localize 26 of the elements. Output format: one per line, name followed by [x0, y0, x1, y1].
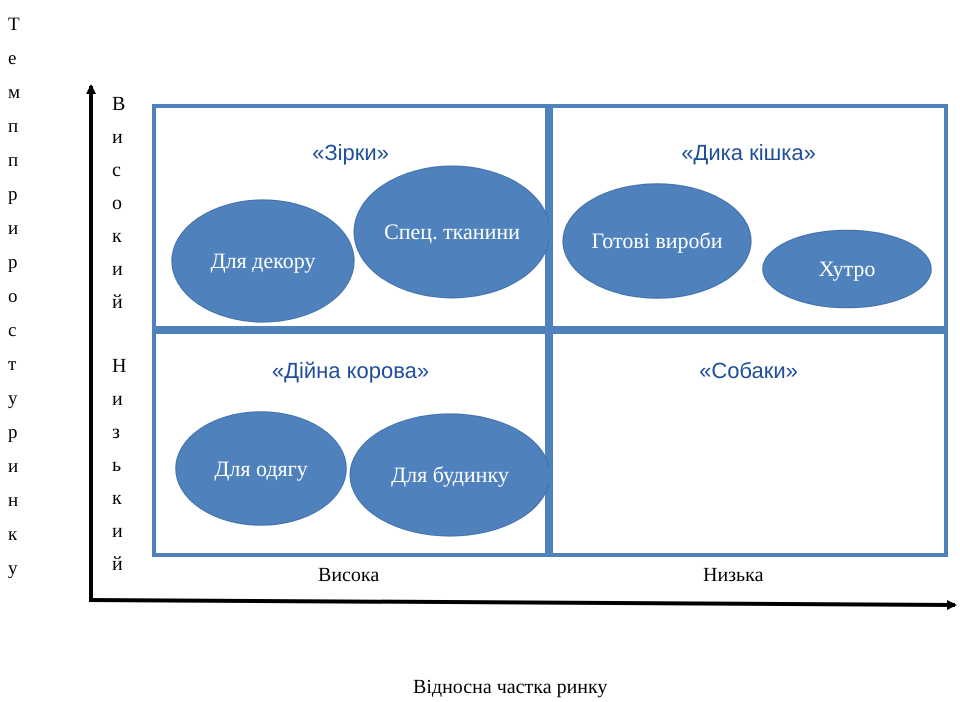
quadrant-title: «Зірки»: [311, 140, 390, 166]
axis-title: Відносна частка ринку: [413, 676, 608, 699]
axis-title: Темп приросту ринку: [8, 13, 27, 581]
ellipse-node: [352, 164, 552, 300]
axis-level-label: Низька: [703, 564, 764, 587]
ellipse-label: Для будинку: [390, 461, 510, 490]
quadrant-title: «Собаки»: [698, 358, 799, 384]
ellipse-node: [348, 412, 552, 538]
axis-level-label: Висока: [318, 564, 380, 587]
axis-level-label: Високий: [112, 92, 132, 315]
quadrant-box: [549, 330, 948, 557]
ellipse-node: [561, 182, 753, 300]
ellipse-label: Готові вироби: [590, 227, 724, 256]
quadrant-title: «Дійна корова»: [270, 358, 430, 384]
ellipse-node: [761, 229, 933, 309]
ellipse-node: [170, 198, 356, 324]
quadrant-box: [152, 104, 549, 330]
ellipse-label: Спец. тканини: [383, 218, 521, 246]
ellipse-label: Для декору: [210, 247, 316, 276]
quadrant-box: [152, 330, 549, 557]
quadrant-title: «Дика кішка»: [680, 140, 817, 166]
ellipse-label: Хутро: [818, 255, 876, 284]
ellipse-node: [174, 410, 348, 527]
ellipse-label: Для одягу: [213, 454, 309, 483]
axis-level-label: Низький: [112, 354, 132, 577]
quadrant-box: [549, 104, 948, 330]
